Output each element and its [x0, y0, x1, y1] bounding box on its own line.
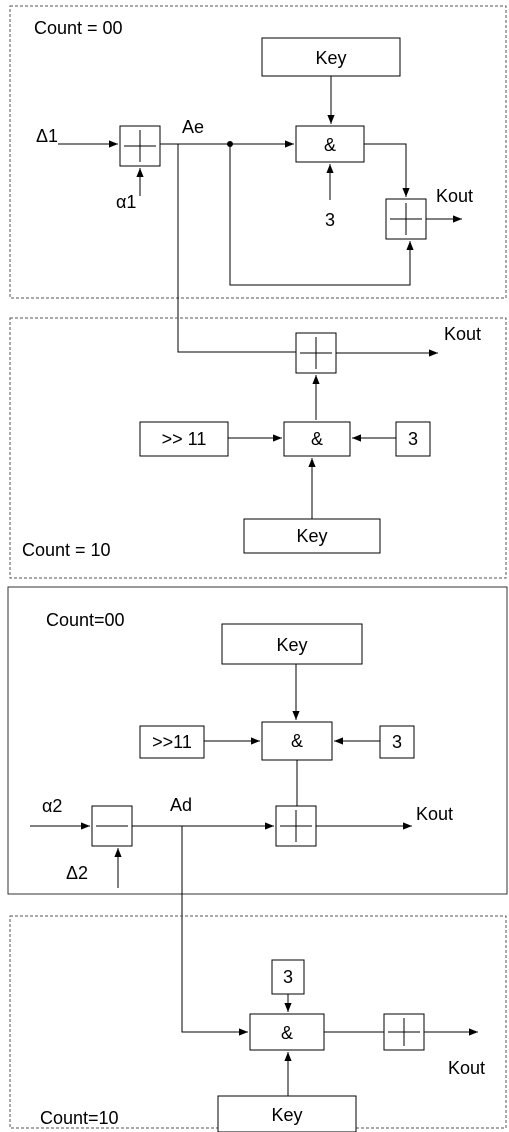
and-label: &: [311, 429, 323, 449]
and-block: [295, 125, 365, 163]
output-label: Kout: [416, 804, 453, 824]
input-alpha-label: α1: [116, 192, 136, 212]
and-block: [249, 1013, 325, 1051]
connector-wires: [30, 664, 412, 1036]
panel-3-frame: [7, 586, 508, 895]
key-box: [261, 37, 401, 77]
const-box: [271, 959, 305, 995]
const-box: [395, 421, 431, 457]
node-label: Ae: [182, 117, 204, 137]
plus-icon: [300, 337, 332, 369]
panel-3: Count=00 Key >>11 & 3 α2 Ad Kout Δ2: [7, 586, 508, 1036]
key-label: Key: [315, 48, 346, 68]
and-label: &: [281, 1023, 293, 1043]
key-label: Key: [271, 1105, 302, 1125]
count-label: Count=00: [46, 610, 125, 630]
plus-icon: [124, 130, 156, 162]
plus-icon: [280, 810, 312, 842]
shift-label: >>11: [152, 732, 192, 752]
count-label: Count=10: [40, 1108, 119, 1128]
output-label: Kout: [444, 324, 481, 344]
const-label: 3: [408, 429, 418, 449]
panel-2-frame: [9, 317, 507, 579]
const-label: 3: [392, 732, 402, 752]
connector-wires: [284, 994, 478, 1096]
panel-4: 3 & Key Kout Count=10: [9, 915, 507, 1132]
count-label: Count = 00: [34, 18, 123, 38]
panel-1-frame: [9, 5, 507, 299]
connector-wires: [58, 76, 462, 353]
key-label: Key: [276, 635, 307, 655]
and-label: &: [291, 731, 303, 751]
const-box: [379, 725, 415, 759]
const-label: 3: [325, 210, 335, 230]
input-delta-label: Δ2: [66, 863, 88, 883]
shift-box: [139, 421, 229, 457]
and-block: [283, 421, 351, 457]
and-label: &: [324, 135, 336, 155]
output-label: Kout: [436, 186, 473, 206]
panel-2: Kout >> 11 & 3 Key Count = 10: [9, 317, 507, 579]
input-alpha-label: α2: [42, 796, 62, 816]
node-label: Ad: [170, 795, 192, 815]
const-label: 3: [283, 967, 293, 987]
key-box: [217, 1095, 357, 1132]
connector-wires: [228, 349, 438, 519]
count-label: Count = 10: [22, 540, 111, 560]
shift-label: >> 11: [162, 429, 207, 449]
input-delta-label: Δ1: [36, 126, 58, 146]
panel-1: Count = 00 Key & Δ1 Ae α1 3 Kout: [9, 5, 507, 353]
output-label: Kout: [448, 1058, 485, 1078]
key-label: Key: [296, 526, 327, 546]
plus-icon: [388, 1018, 420, 1046]
plus-icon: [390, 203, 422, 235]
key-box: [221, 623, 363, 665]
shift-box: [139, 725, 205, 759]
